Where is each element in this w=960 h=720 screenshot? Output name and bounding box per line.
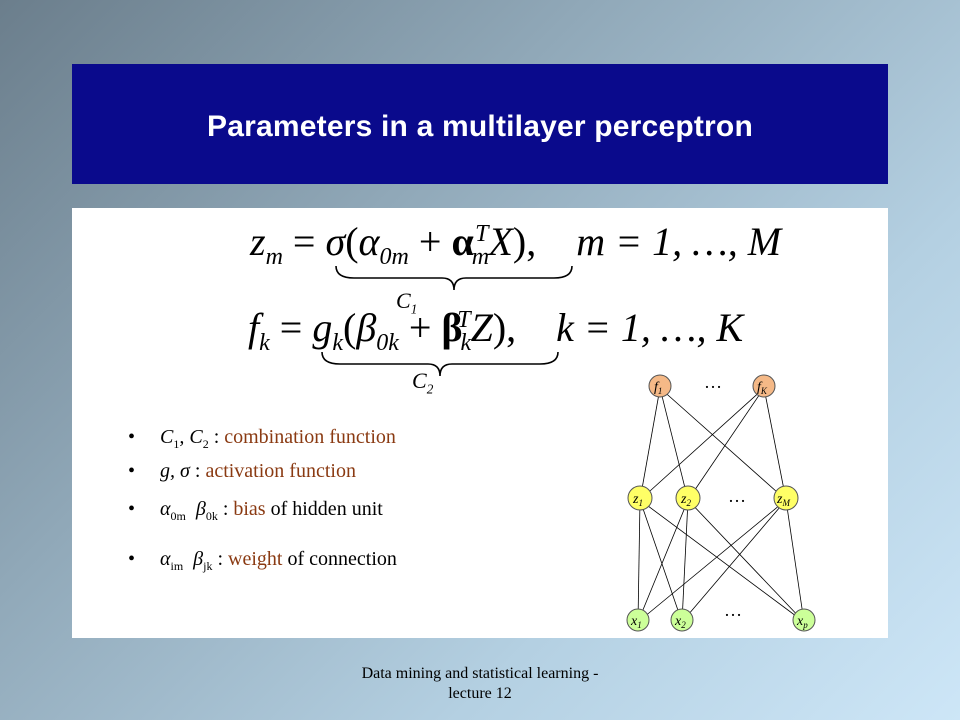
formula-z-alpha-sub: m: [471, 244, 490, 270]
formula-z-alpha0: α: [358, 219, 380, 264]
bullet-weight-term: weight: [228, 548, 283, 570]
bullet-combination-mid: , C: [179, 426, 203, 448]
formula-z-alpha0-sub: 0m: [379, 244, 409, 270]
bullet-bias: α0m β0k : bias of hidden unit: [128, 498, 383, 524]
bullet-bias-rest: of hidden unit: [265, 498, 383, 520]
hidden-node-m: zM: [773, 485, 799, 511]
bullet-bias-sep: :: [217, 498, 234, 520]
hidden-node-m-label: zM: [776, 492, 790, 508]
bullet-combination-sub1: 1: [173, 437, 180, 451]
bullet-bias-beta: β: [195, 498, 206, 520]
bullet-bias-alpha-sub: 0m: [170, 509, 186, 523]
formula-f-g-sub: k: [332, 330, 343, 356]
network-diagram: f1 fK … z1 z2 zM … x1 x2: [626, 372, 816, 632]
bullet-activation-term: activation function: [205, 460, 356, 482]
formula-z-alpha: α: [451, 219, 474, 264]
slide-footer: Data mining and statistical learning - l…: [0, 664, 960, 704]
bullet-activation-sep: :: [189, 460, 206, 482]
formula-f-lhs: f: [248, 305, 260, 350]
bullet-weight-rest: of connection: [282, 548, 397, 570]
underbrace-c1-label: C1: [396, 288, 417, 317]
bullet-combination: C1, C2 : combination function: [128, 426, 396, 452]
formula-f-beta: β: [441, 305, 463, 350]
input-node-1: x1: [626, 608, 650, 632]
input-node-p: xp: [792, 608, 816, 632]
formula-f-beta-sub: k: [460, 330, 472, 356]
hidden-node-2: z2: [675, 485, 701, 511]
formula-z-lhs: z: [250, 219, 266, 264]
footer-line-2: lecture 12: [448, 685, 512, 702]
formula-f-beta0-sub: 0k: [376, 330, 399, 356]
footer-line-1: Data mining and statistical learning -: [361, 665, 599, 682]
bullet-weight-alpha-sub: im: [170, 559, 184, 573]
bullet-activation: g, σ : activation function: [128, 460, 356, 483]
network-edges: [637, 387, 805, 623]
formula-z-var: X: [488, 219, 513, 264]
formula-z-sigma: σ: [325, 219, 346, 264]
bullet-weight-alpha: α: [160, 548, 171, 570]
bullet-combination-term: combination function: [224, 426, 396, 448]
hidden-node-1: z1: [627, 485, 653, 511]
bullet-combination-sep: :: [208, 426, 225, 448]
formula-z-lhs-sub: m: [265, 244, 283, 270]
bullet-weight-beta: β: [193, 548, 204, 570]
underbrace-c2-label: C2: [412, 368, 433, 397]
formula-f-beta0: β: [356, 305, 377, 350]
underbrace-c1-letter: C: [396, 288, 411, 313]
formula-f-range: k = 1, …, K: [556, 305, 744, 350]
output-ellipsis: …: [704, 372, 722, 392]
underbrace-c2-letter: C: [412, 368, 427, 393]
output-node-1: f1: [648, 374, 672, 398]
slide-content: zm = σ(α0m + αmTX), m = 1, …, M C1 fk = …: [72, 208, 888, 638]
hidden-node-2-label: z2: [680, 492, 691, 508]
title-bar: Parameters in a multilayer perceptron: [72, 64, 888, 184]
formula-z: zm = σ(α0m + αmTX), m = 1, …, M: [250, 219, 782, 270]
input-node-1-label: x1: [630, 614, 642, 630]
formula-f-g: g: [312, 305, 333, 350]
slide-title: Parameters in a multilayer perceptron: [207, 110, 753, 143]
input-ellipsis: …: [724, 600, 742, 620]
bullet-weight-beta-sub: jk: [203, 559, 213, 573]
formula-f-lhs-sub: k: [259, 330, 270, 356]
bullet-combination-c: C: [160, 426, 174, 448]
output-node-1-label: f1: [654, 380, 662, 396]
formula-f-var: Z: [470, 305, 493, 350]
formula-f-beta-sup: T: [457, 306, 471, 333]
formula-z-alpha-sup: T: [475, 220, 489, 247]
underbrace-c1: [335, 265, 573, 291]
underbrace-c2: [321, 351, 559, 377]
bullet-weight-sep: :: [212, 548, 229, 570]
formula-z-range: m = 1, …, M: [576, 219, 782, 264]
input-node-2-label: x2: [674, 614, 686, 630]
hidden-node-1-label: z1: [632, 492, 643, 508]
bullet-weight: αim βjk : weight of connection: [128, 548, 397, 574]
output-node-k: fK: [752, 374, 776, 398]
formula-f: fk = gk(β0k + βkTZ), k = 1, …, K: [248, 305, 744, 356]
underbrace-c1-sub: 1: [410, 301, 418, 317]
bullet-bias-alpha: α: [160, 498, 171, 520]
input-node-2: x2: [670, 608, 694, 632]
bullet-bias-term: bias: [233, 498, 266, 520]
underbrace-c2-sub: 2: [426, 381, 434, 397]
input-node-p-label: xp: [796, 614, 808, 630]
hidden-ellipsis: …: [728, 486, 746, 506]
bullet-activation-lead: g, σ: [160, 460, 190, 482]
bullet-combination-sub2: 2: [202, 437, 209, 451]
bullet-bias-beta-sub: 0k: [205, 509, 218, 523]
output-node-k-label: fK: [757, 380, 768, 396]
